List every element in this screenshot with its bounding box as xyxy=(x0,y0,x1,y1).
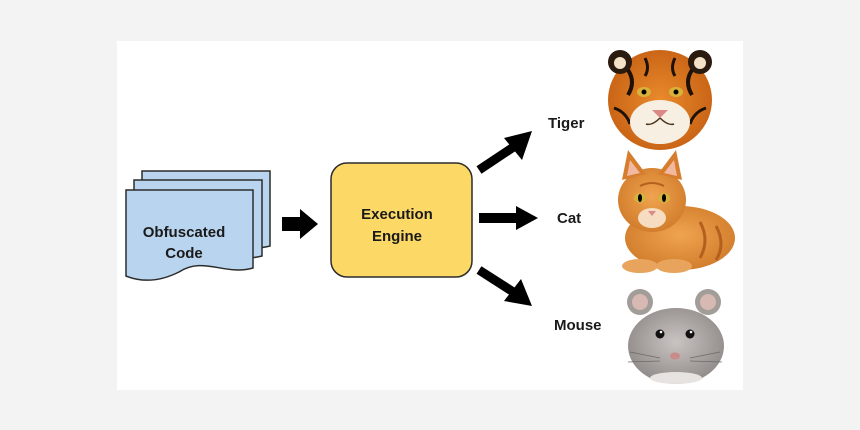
output-label-mouse: Mouse xyxy=(554,317,602,334)
arrow-input-to-engine xyxy=(282,209,318,239)
engine-label-line1: Execution xyxy=(361,206,433,223)
input-label-line1: Obfuscated xyxy=(143,224,226,241)
document-front xyxy=(125,189,254,281)
tiger-photo xyxy=(608,50,712,150)
arrow-engine-to-tiger xyxy=(476,131,532,174)
arrow-engine-to-mouse xyxy=(476,266,532,306)
input-label-line2: Code xyxy=(165,245,203,262)
engine-label-line2: Engine xyxy=(372,228,422,245)
obfuscated-code-document-stack xyxy=(125,170,271,281)
output-label-cat: Cat xyxy=(557,210,581,227)
execution-engine-box xyxy=(330,162,473,278)
mouse-photo xyxy=(627,289,724,384)
cat-photo xyxy=(618,150,735,273)
arrow-engine-to-cat xyxy=(479,206,538,230)
output-label-tiger: Tiger xyxy=(548,115,585,132)
